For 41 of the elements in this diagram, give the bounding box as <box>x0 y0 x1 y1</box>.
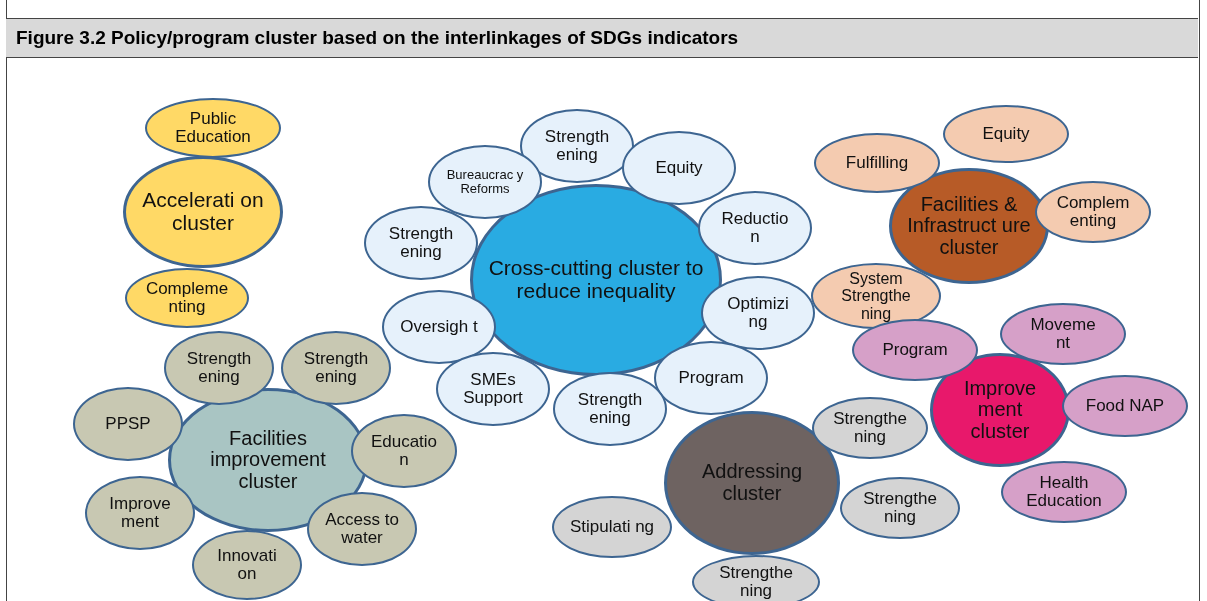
petal-label: Bureaucrac y Reforms <box>445 167 525 197</box>
petal-label: Equity <box>654 158 704 178</box>
petal-label: Equity <box>981 124 1031 144</box>
petal-label: Improve ment <box>108 494 172 532</box>
petal-label: Strength ening <box>543 127 611 165</box>
petal-label: Educatio n <box>369 432 439 470</box>
cluster-title: Facilities & Infrastruct ure cluster <box>906 193 1032 259</box>
cluster-title: Improve ment cluster <box>962 377 1038 443</box>
petal-label: Complem enting <box>1055 193 1131 231</box>
petal-label: Compleme nting <box>144 279 230 317</box>
petal-label: Strength ening <box>387 224 455 262</box>
cluster-title: Accelerati on cluster <box>141 189 265 235</box>
petal-label: PPSP <box>104 414 152 434</box>
petal-ellipse <box>811 263 941 329</box>
petal-label: Innovati on <box>216 546 278 584</box>
petal-label: Strength ening <box>185 349 253 387</box>
petal-label: Program <box>881 340 949 360</box>
petal-label: Fulfilling <box>844 153 910 173</box>
petal-label: Oversigh t <box>399 317 479 337</box>
petal-label: Health Education <box>1025 473 1103 511</box>
petal-label: SMEs Support <box>462 370 524 408</box>
petal-label: Public Education <box>174 109 252 147</box>
petal-label: Food NAP <box>1084 396 1166 416</box>
petal-label: Strengthe ning <box>862 489 938 527</box>
cluster-title: Facilities improvement cluster <box>209 427 327 493</box>
petal-label: Access to water <box>324 510 400 548</box>
petal-label: Strength ening <box>576 390 644 428</box>
petal-label: Strengthe ning <box>832 409 908 447</box>
cluster-title: Addressing cluster <box>700 461 804 505</box>
petal-ellipse <box>436 352 550 426</box>
petal-label: Strength ening <box>302 349 370 387</box>
petal-label: Reductio n <box>720 209 790 247</box>
petal-label: Stipulati ng <box>568 517 656 537</box>
petal-ellipse <box>351 414 457 488</box>
petal-label: Optimizi ng <box>726 294 790 332</box>
petal-label: Strengthe ning <box>718 563 794 601</box>
petal-label: Program <box>677 368 745 388</box>
petal-label: System Strengthe ning <box>840 270 912 322</box>
cluster-title: Cross-cutting cluster to reduce inequality <box>487 257 705 303</box>
figure-title: Figure 3.2 Policy/program cluster based on the interlinkages of SDGs indicators <box>15 27 739 49</box>
petal-label: Moveme nt <box>1029 315 1097 353</box>
